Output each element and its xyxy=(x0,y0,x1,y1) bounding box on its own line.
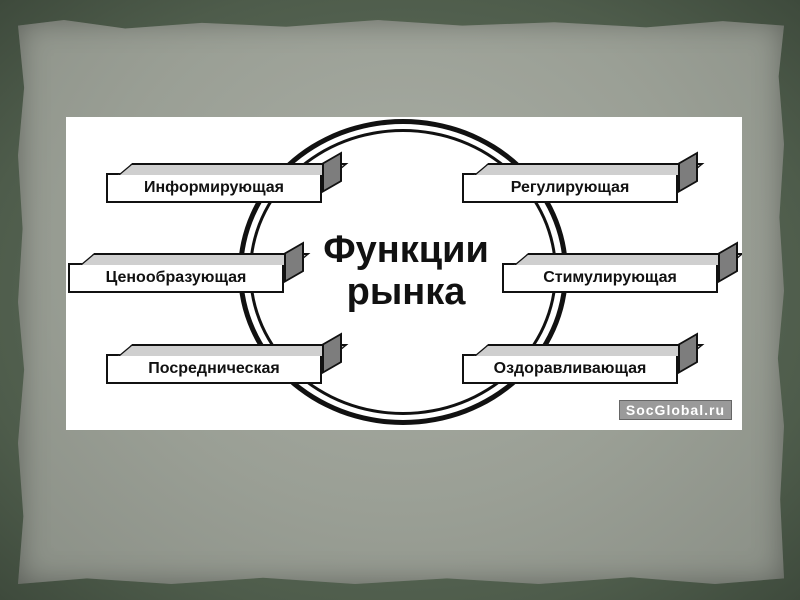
function-label: Посредническая xyxy=(148,360,280,377)
function-label: Информирующая xyxy=(143,179,284,196)
center-title: Функции рынка xyxy=(291,229,521,313)
function-box-stimulating: Стимулирующая xyxy=(502,241,742,293)
function-label: Регулирующая xyxy=(510,179,630,196)
watermark-logo: SocGlobal.ru xyxy=(618,400,732,420)
function-label: Ценообразующая xyxy=(105,269,247,286)
function-label: Стимулирующая xyxy=(543,269,677,286)
function-box-pricing: Ценообразующая xyxy=(68,241,311,293)
function-label: Оздоравливающая xyxy=(493,360,647,377)
center-title-line1: Функции xyxy=(323,229,489,271)
function-box-intermediary: Посредническая xyxy=(106,332,349,384)
center-title-line2: рынка xyxy=(346,271,466,313)
function-box-sanitizing: Оздоравливающая xyxy=(462,332,705,384)
function-box-regulating: Регулирующая xyxy=(462,151,705,203)
market-functions-diagram: Функции рынка Информирующая Регулирующая… xyxy=(66,117,742,430)
function-box-informing: Информирующая xyxy=(106,151,349,203)
